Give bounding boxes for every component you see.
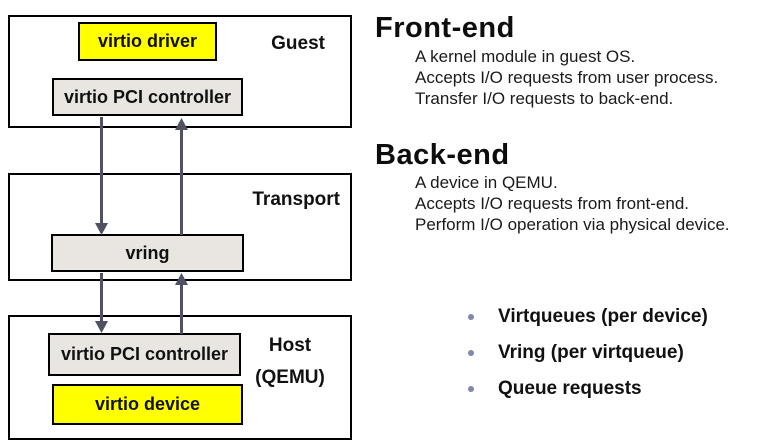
guest-virtio-pci-controller-label: virtio PCI controller (63, 86, 232, 107)
frontend-line: A kernel module in guest OS. (415, 47, 636, 66)
host-label-line1: Host (268, 335, 312, 356)
frontend-line: Transfer I/O requests to back-end. (415, 89, 674, 108)
list-item: Vring (per virtqueue) (468, 342, 708, 364)
backend-line: Accepts I/O requests from front-end. (415, 194, 690, 213)
backend-line: A device in QEMU. (415, 173, 558, 192)
virtio-device-box: virtio device (52, 384, 243, 425)
frontend-line: Accepts I/O requests from user process. (415, 68, 719, 87)
list-item-text: Vring (per virtqueue) (498, 342, 684, 363)
virtio-driver-box: virtio driver (78, 22, 217, 61)
bullet-dot-icon (468, 350, 474, 356)
list-item-text: Queue requests (498, 378, 642, 399)
guest-virtio-pci-controller-box: virtio PCI controller (52, 78, 243, 116)
vring-label: vring (125, 242, 170, 263)
host-label: Host (QEMU) (244, 330, 336, 394)
transport-label: Transport (252, 189, 340, 210)
host-label-line2: (QEMU) (255, 367, 325, 388)
frontend-title: Front-end (375, 12, 515, 44)
virtio-device-label: virtio device (94, 394, 201, 414)
vring-box: vring (51, 234, 244, 272)
backend-line: Perform I/O operation via physical devic… (415, 215, 730, 234)
guest-label: Guest (271, 33, 325, 54)
bullet-dot-icon (468, 314, 474, 320)
backend-title: Back-end (375, 139, 510, 171)
guest-box: virtio driver virtio PCI controller Gues… (8, 15, 352, 128)
list-item-text: Virtqueues (per device) (498, 306, 708, 327)
host-virtio-pci-controller-label: virtio PCI controller (60, 344, 229, 364)
frontend-description: A kernel module in guest OS. Accepts I/O… (415, 46, 718, 109)
list-item: Queue requests (468, 378, 708, 400)
host-virtio-pci-controller-box: virtio PCI controller (48, 333, 241, 376)
feature-list: Virtqueues (per device) Vring (per virtq… (468, 306, 708, 414)
transport-box: vring Transport (8, 173, 352, 281)
virtio-driver-label: virtio driver (97, 31, 198, 51)
bullet-dot-icon (468, 386, 474, 392)
backend-description: A device in QEMU. Accepts I/O requests f… (415, 172, 730, 235)
list-item: Virtqueues (per device) (468, 306, 708, 328)
host-box: virtio PCI controller virtio device Host… (8, 315, 352, 440)
